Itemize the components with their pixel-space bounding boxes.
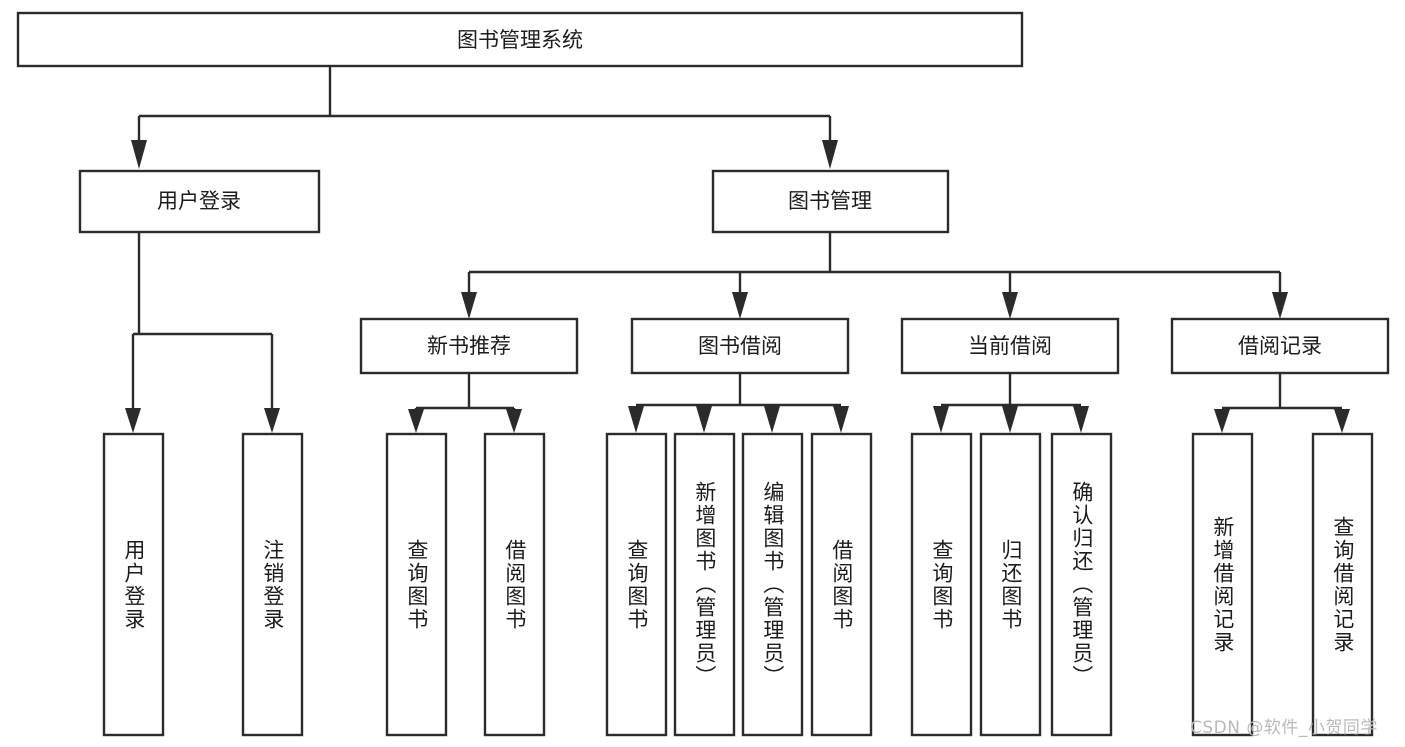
arrow-head-book-borrow (732, 292, 748, 319)
leaf-box-query-book-3[interactable] (910, 432, 973, 737)
leaf-box-confirm-return-admin[interactable] (1050, 432, 1113, 737)
arrow-head-new-book-recommend (461, 292, 477, 319)
arrow-head-leaf-query-borrow-record (1334, 409, 1350, 433)
connector-group-book-management (461, 232, 1288, 319)
arrow-head-current-borrow (1002, 292, 1018, 319)
leaf-box-edit-book-admin[interactable] (741, 432, 804, 737)
leaf-box-logout-login[interactable] (241, 432, 304, 737)
arrow-head-leaf-add-book-admin (696, 406, 712, 433)
arrow-head-leaf-return-book (1002, 406, 1018, 433)
arrow-head-leaf-query-book-3 (933, 406, 949, 433)
leaf-box-borrow-book-2[interactable] (810, 432, 873, 737)
arrow-head-borrow-record (1272, 292, 1288, 319)
arrow-head-leaf-borrow-book-2 (833, 406, 849, 433)
node-new-book-recommend-box[interactable] (359, 317, 579, 375)
node-root-box[interactable] (16, 11, 1024, 68)
connector-group-new-book-recommend (408, 373, 522, 433)
node-user-login[interactable]: 用户登录 (78, 169, 321, 234)
arrow-head-leaf-borrow-book-1 (506, 409, 522, 433)
node-user-login-box[interactable] (78, 169, 321, 234)
arrow-head-book-management (822, 140, 838, 169)
arrow-head-leaf-confirm-return-admin (1073, 406, 1089, 433)
arrow-head-leaf-edit-book-admin (764, 406, 780, 433)
csdn-watermark: CSDN @软件_小贺同学 (1190, 718, 1378, 738)
node-book-management[interactable]: 图书管理 (711, 169, 950, 234)
node-new-book-recommend-label: 新书推荐 (427, 334, 511, 358)
node-book-borrow-box[interactable] (630, 317, 850, 375)
connector-group-user-login (125, 232, 280, 433)
node-borrow-record-label: 借阅记录 (1238, 334, 1322, 358)
node-current-borrow[interactable]: 当前借阅 (900, 317, 1120, 375)
node-book-management-box[interactable] (711, 169, 950, 234)
node-book-borrow[interactable]: 图书借阅 (630, 317, 850, 375)
node-current-borrow-label: 当前借阅 (968, 334, 1052, 358)
arrow-head-leaf-add-borrow-record (1214, 409, 1230, 433)
leaf-boxes (102, 432, 1374, 737)
arrow-head-leaf-query-book-1 (408, 409, 424, 433)
leaf-box-user-login[interactable] (102, 432, 165, 737)
arrow-head-leaf-user-login (125, 408, 141, 433)
node-book-management-label: 图书管理 (788, 189, 872, 213)
leaf-box-borrow-book-1[interactable] (483, 432, 546, 737)
leaf-box-query-book-1[interactable] (385, 432, 448, 737)
node-book-borrow-label: 图书借阅 (698, 334, 782, 358)
arrow-head-leaf-query-book-2 (628, 406, 644, 433)
node-root-label: 图书管理系统 (457, 28, 583, 52)
node-new-book-recommend[interactable]: 新书推荐 (359, 317, 579, 375)
connector-group-book-borrow (628, 373, 849, 433)
leaf-box-return-book[interactable] (979, 432, 1042, 737)
node-user-login-label: 用户登录 (157, 189, 241, 213)
node-current-borrow-box[interactable] (900, 317, 1120, 375)
connector-group-root (131, 66, 838, 169)
node-root[interactable]: 图书管理系统 (16, 11, 1024, 68)
leaf-box-add-borrow-record[interactable] (1191, 432, 1254, 737)
node-borrow-record[interactable]: 借阅记录 (1170, 317, 1390, 375)
arrow-head-leaf-logout-login (264, 408, 280, 433)
connector-group-borrow-record (1214, 373, 1350, 433)
leaf-box-add-book-admin[interactable] (673, 432, 736, 737)
arrow-head-user-login (131, 140, 147, 169)
node-borrow-record-box[interactable] (1170, 317, 1390, 375)
connector-group-current-borrow (933, 373, 1089, 433)
leaf-box-query-book-2[interactable] (605, 432, 668, 737)
leaf-box-query-borrow-record[interactable] (1311, 432, 1374, 737)
